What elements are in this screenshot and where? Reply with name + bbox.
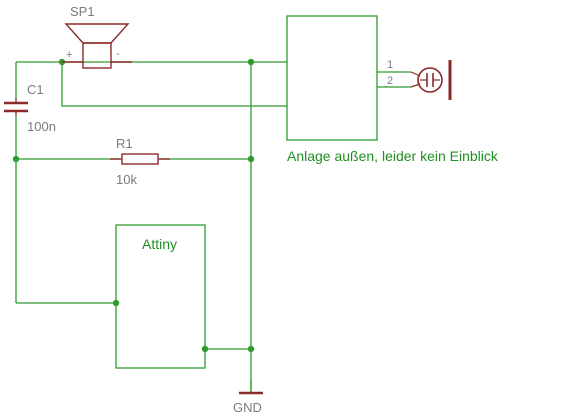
junction-dot: [247, 345, 255, 353]
speaker-symbol[interactable]: [62, 23, 132, 69]
speaker-ref-label: SP1: [70, 4, 95, 19]
attiny-label: Attiny: [142, 236, 177, 252]
ground-label: GND: [233, 400, 262, 415]
speaker-cone: [64, 23, 130, 44]
attiny-block[interactable]: [115, 224, 206, 369]
junctions: [12, 58, 255, 353]
speaker-minus-label: -: [116, 48, 120, 60]
ground-symbol[interactable]: [239, 380, 263, 395]
external-system-block[interactable]: [286, 15, 378, 141]
resistor-ref-label: R1: [116, 136, 133, 151]
capacitor-ref-label: C1: [27, 82, 44, 97]
speaker-body: [82, 42, 112, 69]
wires: [15, 61, 411, 392]
wire-speaker-to-external: [61, 62, 287, 107]
junction-dot: [247, 58, 255, 66]
capacitor-symbol[interactable]: [4, 101, 28, 113]
resistor-value-label: 10k: [116, 172, 137, 187]
capacitor-value-label: 100n: [27, 119, 56, 134]
junction-dot: [247, 155, 255, 163]
external-pin2-label: 2: [387, 75, 393, 87]
junction-dot: [12, 155, 20, 163]
external-system-label: Anlage außen, leider kein Einblick: [287, 148, 499, 164]
microphone-icon[interactable]: [410, 60, 452, 100]
speaker-plus-label: +: [66, 49, 72, 61]
external-pin1-label: 1: [387, 59, 393, 71]
resistor-symbol[interactable]: [110, 153, 170, 165]
resistor-body: [121, 153, 159, 165]
